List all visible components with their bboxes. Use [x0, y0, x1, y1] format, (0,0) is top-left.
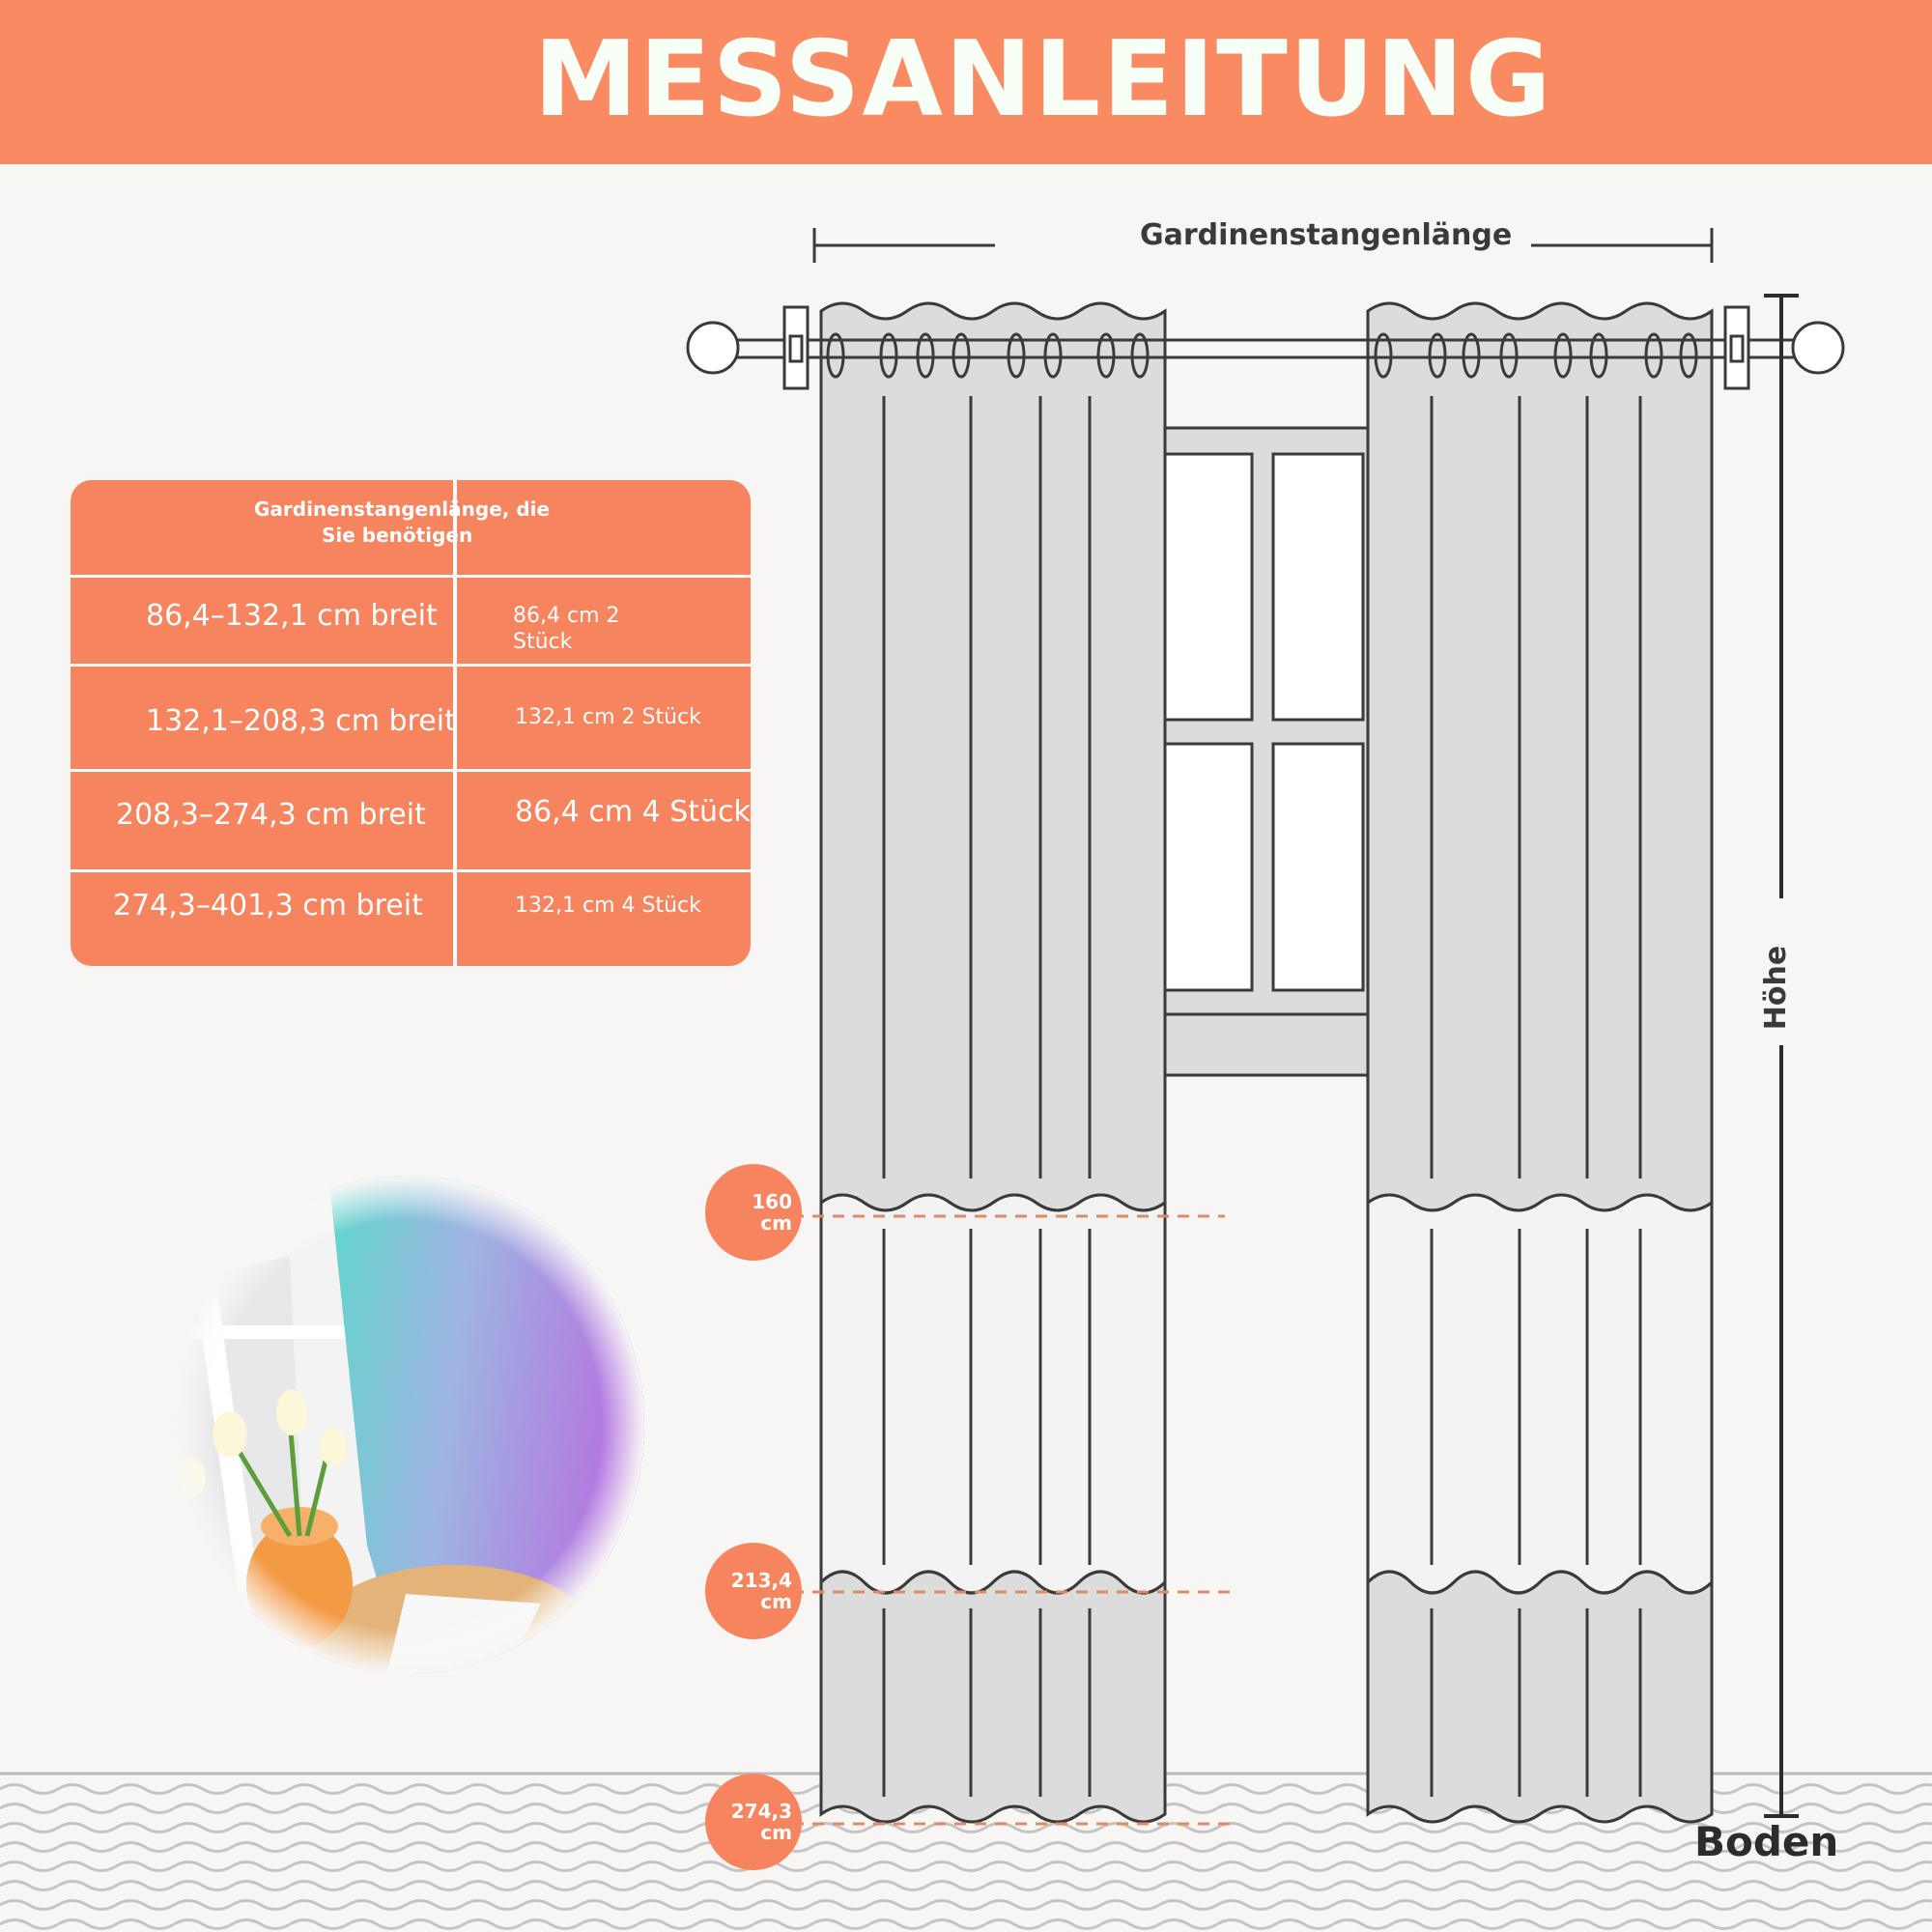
length-marker-160: 160 cm: [705, 1164, 802, 1261]
length-marker-213: 213,4 cm: [705, 1543, 802, 1639]
page-title: MESSANLEITUNG: [533, 19, 1553, 140]
rod-finial-left: [686, 321, 740, 375]
length-marker-274: 274,3 cm: [705, 1774, 802, 1870]
floor-label: Boden: [1694, 1818, 1839, 1865]
rod-size-table: Gardinenstangenlänge, die Sie benötigen …: [71, 480, 751, 966]
header-banner: MESSANLEITUNG: [0, 0, 1932, 164]
table-row: 86,4–132,1 cm breit 86,4 cm 2 Stück: [146, 599, 620, 654]
table-row: 274,3–401,3 cm breit 132,1 cm 4 Stück: [113, 889, 701, 923]
table-row: 132,1–208,3 cm breit 132,1 cm 2 Stück: [146, 704, 701, 738]
length-marker-lines: [792, 1214, 1232, 1826]
height-dimension: [1764, 294, 1799, 1818]
window: [1148, 426, 1383, 1077]
height-label: Höhe: [1759, 945, 1794, 1031]
curtain-photo: [171, 1176, 644, 1674]
table-row: 208,3–274,3 cm breit 86,4 cm 4 Stück: [116, 795, 751, 832]
rod-length-label: Gardinenstangenlänge: [1140, 218, 1513, 252]
curtain-panel-right: [1366, 301, 1714, 1824]
table-header: Gardinenstangenlänge, die Sie benötigen: [254, 497, 551, 547]
rod-length-dimension: [812, 228, 1714, 263]
curtain-rod: [686, 305, 1845, 390]
rod-finial-right: [1791, 321, 1845, 375]
curtain-rings: [826, 332, 1698, 379]
curtain-panel-left: [819, 301, 1167, 1824]
